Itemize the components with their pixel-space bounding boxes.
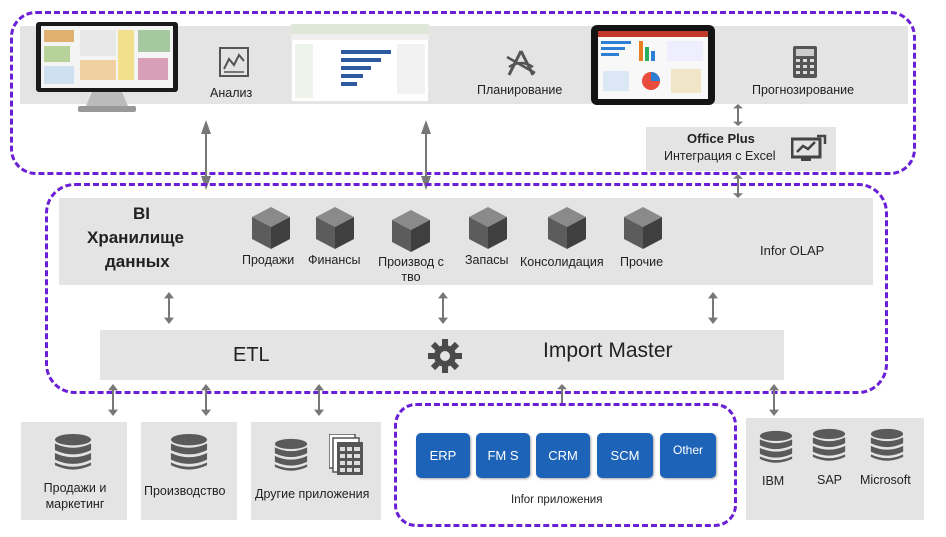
other-button[interactable]: Other <box>660 433 716 478</box>
analysis-label: Анализ <box>210 86 253 100</box>
ibm-label: IBM <box>762 474 785 488</box>
other-apps-database-icon <box>272 438 310 472</box>
bi-title-line3: данных <box>105 252 170 271</box>
arrow-etl-sales <box>107 384 119 416</box>
bi-title-line1: BI <box>133 204 150 223</box>
sap-database-icon <box>810 428 848 462</box>
analysis-chart-icon <box>219 47 249 77</box>
presentation-layer-frame <box>10 11 916 175</box>
arrow-etl-vendors <box>768 384 780 416</box>
cube-label-inventory: Запасы <box>465 253 509 267</box>
cube-label-consolidation: Консолидация <box>520 255 604 269</box>
desktop-monitor-image <box>36 22 178 114</box>
sap-label: SAP <box>817 473 843 487</box>
production-label: Производство <box>144 484 226 498</box>
arrow-analysis-bi <box>200 120 212 190</box>
arrow-excel-bi <box>420 120 432 190</box>
office-plus-title: Office Plus <box>687 131 755 146</box>
infor-olap-label: Infor OLAP <box>760 243 825 258</box>
infor-apps-frame <box>394 403 737 527</box>
forecasting-calculator-icon <box>793 46 817 78</box>
erp-button[interactable]: ERP <box>416 433 470 478</box>
cube-label-other: Прочие <box>620 255 664 269</box>
scm-button[interactable]: SCM <box>597 433 653 478</box>
infor-apps-label: Infor приложения <box>511 494 603 506</box>
arrow-tablet-officeplus <box>732 104 744 126</box>
microsoft-database-icon <box>868 428 906 462</box>
cube-label-production: Производ ство <box>378 255 444 284</box>
excel-spreadsheet-image <box>290 23 430 103</box>
bi-layer-frame <box>45 183 888 394</box>
arrow-etl-production <box>200 384 212 416</box>
planning-label: Планирование <box>477 83 563 97</box>
gear-icon <box>427 338 463 374</box>
sales-marketing-label: Продажи и маркетинг <box>43 481 107 511</box>
office-plus-panel <box>646 127 836 171</box>
planning-compass-icon <box>505 47 537 79</box>
arrow-etl-other-apps <box>313 384 325 416</box>
forecasting-label: Прогнозирование <box>752 83 855 97</box>
crm-button[interactable]: CRM <box>536 433 590 478</box>
production-database-icon <box>168 433 210 471</box>
etl-label: ETL <box>233 344 270 366</box>
office-plus-subtitle: Интеграция с Excel <box>664 149 776 163</box>
excel-integration-icon <box>790 134 827 164</box>
spreadsheet-icon <box>328 433 365 476</box>
import-master-label: Import Master <box>543 339 673 362</box>
tablet-dashboard-image <box>591 25 715 105</box>
cube-label-finance: Финансы <box>308 253 361 267</box>
sales-database-icon <box>52 433 94 471</box>
bi-warehouse-panel <box>59 198 873 285</box>
fms-button[interactable]: FM S <box>476 433 530 478</box>
ibm-database-icon <box>757 430 795 464</box>
bi-title-line2: Хранилище <box>87 228 184 247</box>
cube-label-sales: Продажи <box>242 253 295 267</box>
microsoft-label: Microsoft <box>860 473 911 487</box>
other-apps-label: Другие приложения <box>255 487 370 501</box>
